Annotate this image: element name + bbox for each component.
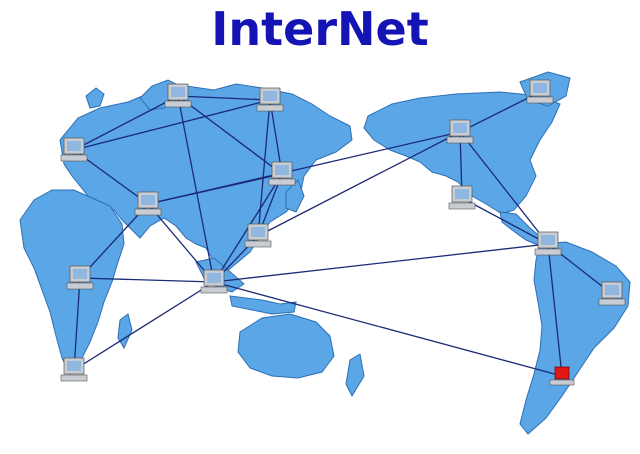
computer-icon xyxy=(526,79,554,104)
network-link xyxy=(79,203,149,279)
network-link xyxy=(177,95,215,283)
network-link xyxy=(547,243,563,377)
network-link xyxy=(257,131,461,237)
landmass-british-isles xyxy=(85,87,105,109)
network-link xyxy=(257,99,271,237)
computer-icon xyxy=(66,265,94,290)
network-link xyxy=(459,91,541,133)
network-link xyxy=(73,277,81,371)
world-landmasses xyxy=(19,71,631,435)
continent-australia xyxy=(237,313,335,379)
computer-icon xyxy=(534,231,562,256)
diagram-title: InterNet xyxy=(211,2,429,56)
network-link xyxy=(213,243,549,283)
server-icon xyxy=(549,366,575,386)
network-link xyxy=(73,95,179,151)
network-link xyxy=(459,131,549,245)
network-link xyxy=(73,281,215,371)
continent-south-america xyxy=(519,241,631,435)
network-nodes xyxy=(60,79,626,386)
network-link xyxy=(79,277,215,283)
computer-icon xyxy=(134,191,162,216)
computer-icon xyxy=(244,223,272,248)
computer-icon xyxy=(598,281,626,306)
continent-north-america xyxy=(363,91,561,215)
network-link xyxy=(73,99,271,151)
network-link xyxy=(147,203,215,283)
computer-icon xyxy=(60,137,88,162)
landmass-indonesia xyxy=(229,295,297,315)
computer-icon xyxy=(164,83,192,108)
network-link xyxy=(213,281,563,377)
computer-icon xyxy=(60,357,88,382)
network-link xyxy=(177,95,271,101)
computer-icon xyxy=(256,87,284,112)
landmass-madagascar xyxy=(117,313,133,350)
network-link xyxy=(147,131,461,205)
landmass-japan xyxy=(285,179,305,213)
computer-icon xyxy=(200,269,228,294)
computer-icon xyxy=(446,119,474,144)
network-link xyxy=(461,197,549,245)
computer-icon xyxy=(268,161,296,186)
landmass-new-zealand xyxy=(345,353,365,398)
computer-icon xyxy=(448,185,476,210)
